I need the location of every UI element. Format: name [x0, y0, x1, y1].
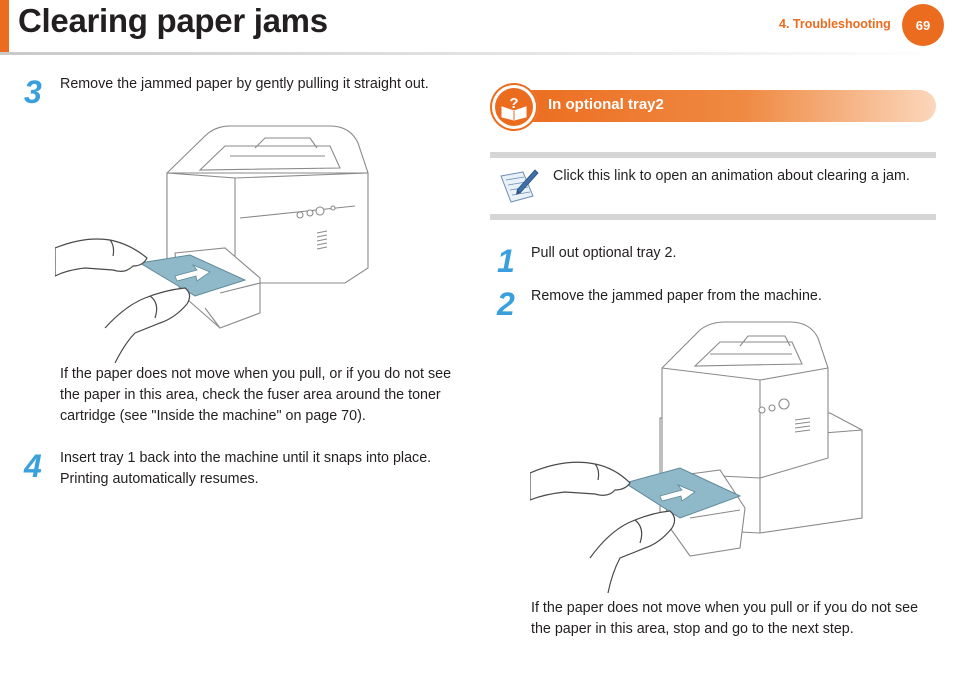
step-4-text-line-1: Insert tray 1 back into the machine unti…: [60, 450, 432, 466]
section-label[interactable]: 4. Troubleshooting: [779, 17, 891, 31]
section-banner: [512, 90, 936, 122]
step-4-number: 4: [24, 448, 42, 484]
left-paragraph-line-1: If the paper does not move when you pull…: [60, 366, 452, 382]
section-title: In optional tray2: [548, 96, 664, 113]
left-paragraph-line-3: cartridge (see "Inside the machine" on p…: [60, 408, 366, 424]
right-paragraph-line-1: If the paper does not move when you pull…: [531, 600, 919, 616]
svg-text:?: ?: [509, 95, 518, 112]
step-1-text: Pull out optional tray 2.: [531, 245, 677, 261]
step-2-text: Remove the jammed paper from the machine…: [531, 288, 822, 304]
page-number-badge: 69: [902, 4, 944, 46]
header-divider: [0, 52, 944, 55]
note-bottom-rule: [490, 214, 936, 220]
help-book-icon: ?: [490, 83, 538, 131]
printer-tray1-jam-illustration: [55, 125, 369, 363]
note-pencil-icon: [500, 169, 539, 203]
step-4-text-line-2: Printing automatically resumes.: [60, 471, 259, 487]
step-3-number: 3: [24, 74, 42, 110]
note-top-rule: [490, 152, 936, 158]
page-number: 69: [915, 17, 931, 33]
page-title: Clearing paper jams: [18, 2, 328, 39]
step-3-text: Remove the jammed paper by gently pullin…: [60, 76, 429, 92]
left-paragraph-line-2: the paper in this area, check the fuser …: [60, 387, 441, 403]
animation-link[interactable]: Click this link to open an animation abo…: [553, 168, 910, 184]
right-paragraph-line-2: the paper in this area, stop and go to t…: [531, 621, 854, 637]
step-1-number: 1: [497, 243, 515, 279]
printer-tray2-jam-illustration: [530, 321, 863, 593]
step-2-number: 2: [497, 286, 515, 322]
header-accent-bar: [0, 0, 9, 52]
